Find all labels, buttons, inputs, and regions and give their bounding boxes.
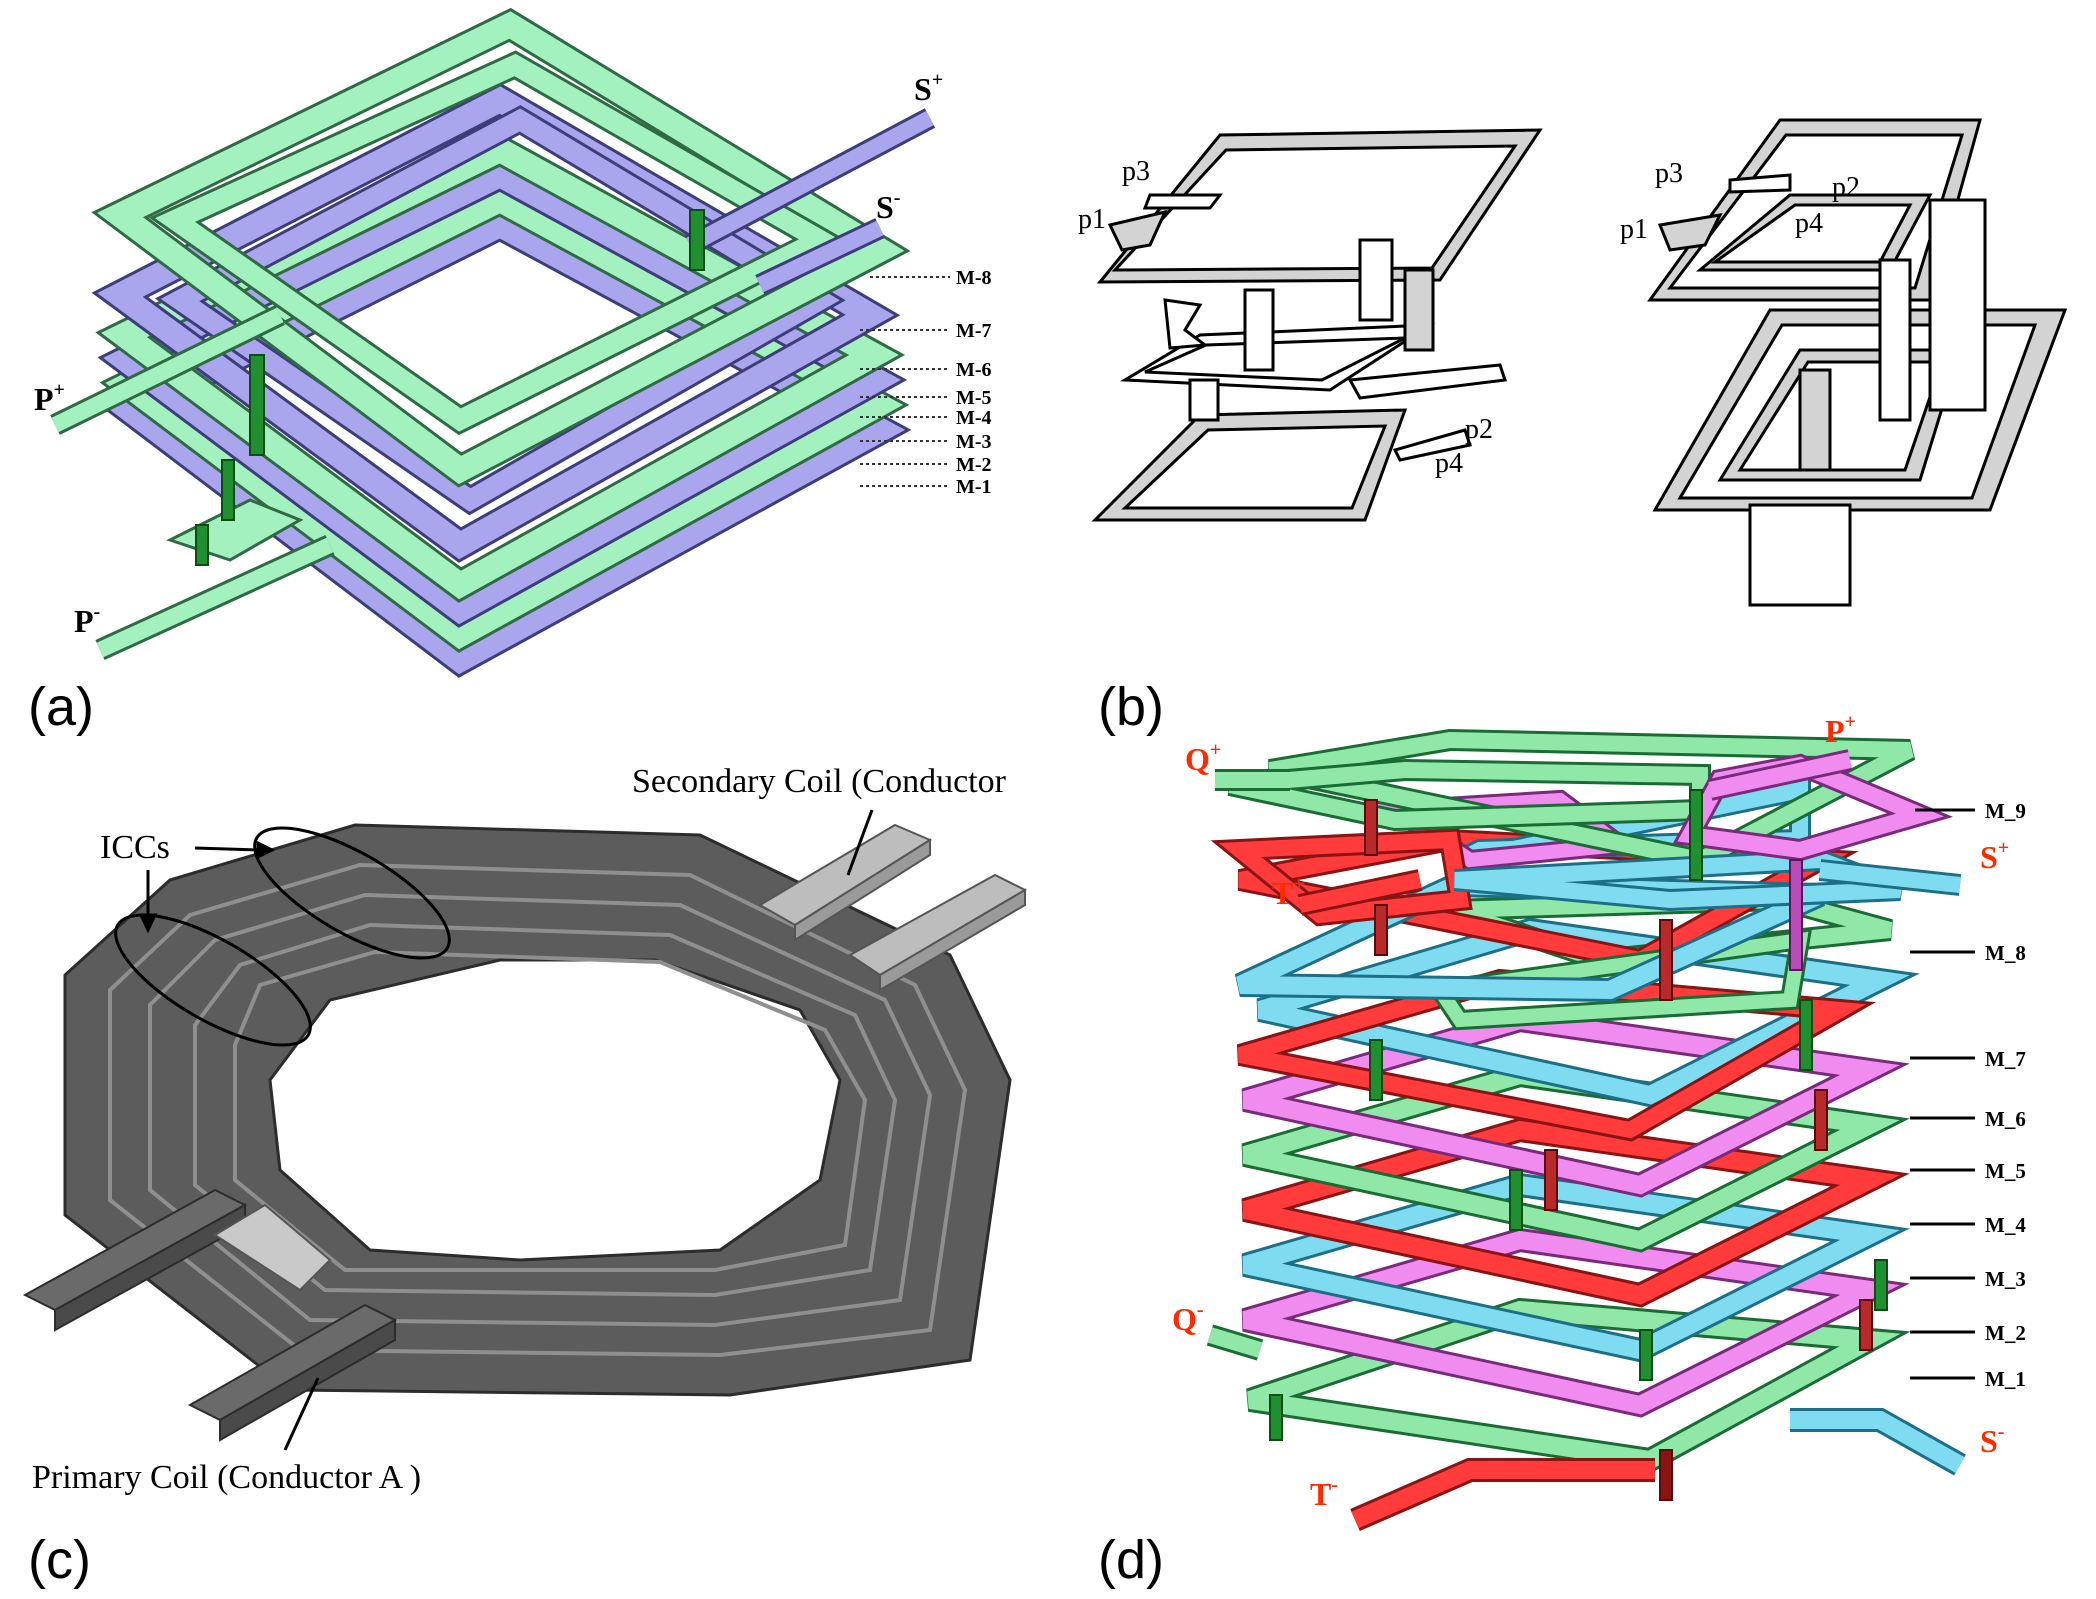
panel-d-layer-label: M_7 xyxy=(1985,1047,2026,1071)
panel-a-layer-label: M-1 xyxy=(956,476,992,498)
panel-d-layer-leaders xyxy=(1910,808,1975,1380)
panel-c-primary-label: Primary Coil (Conductor A ) xyxy=(32,1459,421,1496)
panel-d-port-p-plus: P+ xyxy=(1825,711,1856,749)
panel-c-icc-ellipses xyxy=(114,826,451,1047)
panel-d-port-s-minus: S- xyxy=(1980,1421,2004,1459)
panel-b-right-p2: p2 xyxy=(1832,172,1860,203)
panel-b-left-p3: p3 xyxy=(1122,156,1150,187)
panel-a-layer-label: M-7 xyxy=(956,320,992,342)
panel-a-port-p-plus: P+ xyxy=(34,379,65,417)
panel-a-layer-label: M-4 xyxy=(956,407,992,429)
panel-a-layer-leaders xyxy=(860,276,950,487)
panel-a-layer-stack xyxy=(91,7,912,678)
panel-label-c: (c) xyxy=(28,1530,91,1590)
panel-a-layer-label: M-2 xyxy=(956,454,992,476)
panel-d-port-t-plus: T+ xyxy=(1272,873,1305,911)
panel-d-port-q-minus: Q- xyxy=(1172,1299,1204,1337)
panel-a-port-s-minus: S- xyxy=(876,187,900,225)
panel-b-left-p1: p1 xyxy=(1078,204,1106,235)
panel-d-layer-label: M_8 xyxy=(1985,941,2026,965)
panel-a-vias xyxy=(195,209,705,566)
panel-b-right-p3: p3 xyxy=(1655,158,1683,189)
panel-d-vias xyxy=(1269,789,1888,1501)
panel-d-leads xyxy=(1206,749,1966,1532)
panel-c-coil-inner-hole xyxy=(268,958,842,1262)
panel-a-port-s-plus: S+ xyxy=(914,69,943,107)
panel-b-left-p2: p2 xyxy=(1465,414,1493,445)
panel-a-layer-label: M-5 xyxy=(956,387,992,409)
panel-d-port-s-plus: S+ xyxy=(1980,837,2009,875)
panel-c-diagram: ICCs Secondary Coil (Conductor Primary C… xyxy=(22,763,1028,1496)
panel-d-port-t-minus: T- xyxy=(1310,1474,1338,1512)
panel-label-b: (b) xyxy=(1098,677,1164,737)
panel-a-layer-label: M-8 xyxy=(956,267,992,289)
panel-c-primary-leads xyxy=(22,1188,398,1442)
panel-d-layer-label: M_3 xyxy=(1985,1267,2026,1291)
panel-d-diagram xyxy=(1206,728,1975,1532)
panel-c-secondary-leads xyxy=(758,823,1028,992)
panel-d-layer-label: M_1 xyxy=(1985,1367,2026,1391)
panel-label-d: (d) xyxy=(1098,1530,1164,1590)
panel-d-layer-label: M_6 xyxy=(1985,1107,2026,1131)
panel-a-port-p-minus: P- xyxy=(74,601,100,639)
panel-c-arrows xyxy=(138,809,874,1451)
panel-a-leads xyxy=(50,108,936,661)
panel-a-diagram: M-8 M-7 M-6 M-5 M-4 M-3 M-2 M-1 S+ S- P+… xyxy=(34,7,992,678)
panel-b-right-p1: p1 xyxy=(1620,214,1648,245)
panel-label-a: (a) xyxy=(28,677,94,737)
panel-b-right-diagram xyxy=(1647,118,2068,607)
panel-c-secondary-label: Secondary Coil (Conductor xyxy=(632,763,1007,800)
panel-b-left-diagram xyxy=(1091,128,1543,522)
panel-d-port-q-plus: Q+ xyxy=(1185,739,1221,777)
panel-c-iccs-label: ICCs xyxy=(100,829,170,866)
panel-a-layer-label: M-6 xyxy=(956,359,992,381)
panel-d-layer-label: M_4 xyxy=(1985,1213,2026,1237)
panel-d-layer-label: M_5 xyxy=(1985,1159,2026,1183)
panel-d-layer-label: M_9 xyxy=(1985,799,2026,823)
panel-b-right-p4: p4 xyxy=(1795,208,1823,239)
panel-a-layer-label: M-3 xyxy=(956,431,992,453)
panel-d-layer-label: M_2 xyxy=(1985,1321,2026,1345)
panel-b-left-p4: p4 xyxy=(1435,448,1463,479)
